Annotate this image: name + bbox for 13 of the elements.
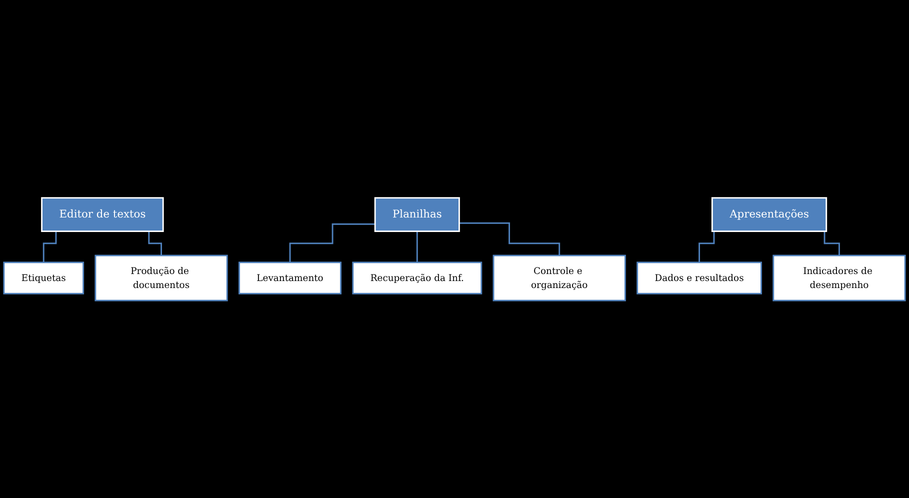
node-box: Recuperação da Inf. (352, 261, 482, 294)
connector (459, 222, 560, 256)
node-box: Etiquetas (3, 261, 84, 294)
node-box: Editor de textos (41, 196, 164, 232)
node-box: Produção de documentos (94, 254, 228, 302)
node-box: Planilhas (374, 196, 460, 232)
node-box: Dados e resultados (636, 261, 762, 294)
connector (289, 223, 376, 263)
connector (416, 230, 418, 263)
node-box: Controle e organização (492, 254, 626, 302)
node-box: Apresentações (711, 196, 828, 232)
node-box: Levantamento (238, 261, 342, 294)
node-box: Indicadores de desempenho (772, 254, 906, 302)
